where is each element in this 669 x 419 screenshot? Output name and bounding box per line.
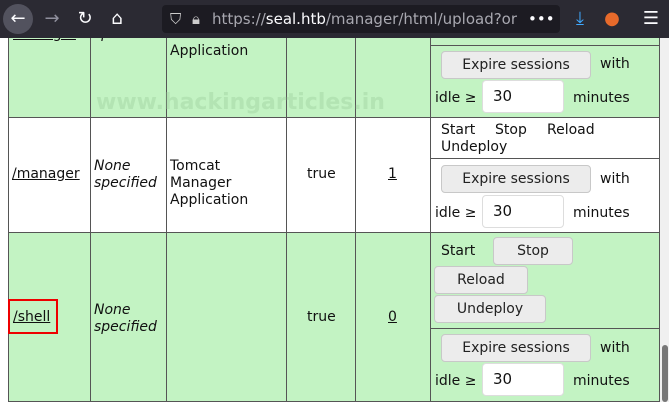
version-cell: specified	[90, 38, 167, 118]
sessions-cell: 1	[355, 117, 431, 233]
highlight-box	[8, 299, 58, 334]
start-label: Start	[441, 243, 476, 259]
version-text: None specified	[94, 158, 157, 191]
version-cell: None specified	[90, 117, 167, 233]
scrollbar-thumb[interactable]	[662, 345, 668, 402]
undeploy-link[interactable]: Undeploy	[441, 139, 508, 155]
display-name-text: Tomcat Manager Application	[170, 158, 249, 208]
with-label: with	[600, 56, 630, 72]
expire-cell: Expire sessions with idle ≥ 30 minutes	[430, 328, 660, 402]
running-cell: true	[286, 232, 356, 402]
version-text: specified	[94, 38, 157, 42]
idle-label: idle ≥	[435, 373, 477, 389]
app-path-link[interactable]: manager	[13, 38, 76, 42]
back-arrow-icon[interactable]: ←	[3, 4, 33, 34]
sessions-link[interactable]: 0	[388, 309, 397, 325]
version-cell: None specified	[90, 232, 167, 402]
stop-link[interactable]: Stop	[495, 122, 527, 138]
scrollbar-track[interactable]	[660, 38, 669, 402]
download-icon[interactable]: ⤓	[576, 8, 584, 29]
url-path: /manager/html/upload?org.ap	[325, 10, 517, 28]
forward-arrow-icon[interactable]: →	[44, 8, 60, 29]
minutes-label: minutes	[573, 373, 630, 389]
reload-link[interactable]: Reload	[547, 122, 595, 138]
shield-icon: ⛉	[170, 10, 182, 28]
expire-sessions-button[interactable]: Expire sessions	[441, 51, 591, 79]
idle-input[interactable]: 30	[482, 195, 564, 228]
sessions-cell: 0	[355, 232, 431, 402]
display-name-cell: Application	[166, 38, 287, 118]
display-name-cell: Tomcat Manager Application	[166, 117, 287, 233]
display-name-text: Application	[170, 43, 249, 59]
expire-cell: Expire sessions with idle ≥ 30 minutes	[430, 158, 660, 233]
display-name-cell	[166, 232, 287, 402]
with-label: with	[600, 171, 630, 187]
idle-input[interactable]: 30	[482, 80, 564, 113]
start-link[interactable]: Start	[441, 122, 476, 138]
path-cell: manager	[8, 38, 91, 118]
url-scheme: https://	[212, 10, 266, 28]
path-cell: /manager	[8, 117, 91, 233]
undeploy-button[interactable]: Undeploy	[434, 295, 546, 323]
lock-icon: 🔒︎	[192, 10, 200, 28]
stop-button[interactable]: Stop	[493, 237, 573, 265]
running-cell: true	[286, 117, 356, 233]
manager-page: manager specified Application Expire ses…	[0, 38, 660, 419]
minutes-label: minutes	[573, 90, 630, 106]
menu-icon[interactable]: ☰	[642, 8, 660, 29]
url-host: seal.htb	[265, 10, 326, 28]
url-text: https://seal.htb/manager/html/upload?org…	[212, 5, 517, 33]
reload-button[interactable]: Reload	[434, 266, 528, 294]
with-label: with	[600, 340, 630, 356]
idle-input[interactable]: 30	[482, 363, 564, 396]
watermark: www.hackingarticles.in	[96, 90, 385, 115]
version-text: None specified	[94, 302, 157, 335]
idle-label: idle ≥	[435, 205, 477, 221]
running-text: true	[307, 166, 336, 182]
url-bar[interactable]: ⛉ 🔒︎ https://seal.htb/manager/html/uploa…	[162, 5, 560, 33]
minutes-label: minutes	[573, 205, 630, 221]
expire-cell: Expire sessions with idle ≥ 30 minutes	[430, 45, 660, 118]
sessions-link[interactable]: 1	[388, 166, 397, 182]
app-path-link[interactable]: /manager	[12, 166, 80, 182]
extension-icon[interactable]: ●	[604, 8, 620, 29]
app-path-link[interactable]: /shell	[13, 309, 51, 325]
page-actions-icon[interactable]: •••	[528, 10, 555, 28]
commands-cell: Start Stop Reload Undeploy	[430, 232, 660, 329]
reload-icon[interactable]: ↻	[77, 8, 93, 29]
idle-label: idle ≥	[435, 90, 477, 106]
running-text: true	[307, 309, 336, 325]
expire-sessions-button[interactable]: Expire sessions	[441, 165, 591, 193]
home-icon[interactable]: ⌂	[111, 8, 123, 29]
browser-toolbar: ← → ↻ ⌂ ⛉ 🔒︎ https://seal.htb/manager/ht…	[0, 0, 669, 38]
expire-sessions-button[interactable]: Expire sessions	[441, 334, 591, 362]
commands-cell: Start Stop Reload Undeploy	[430, 117, 660, 159]
